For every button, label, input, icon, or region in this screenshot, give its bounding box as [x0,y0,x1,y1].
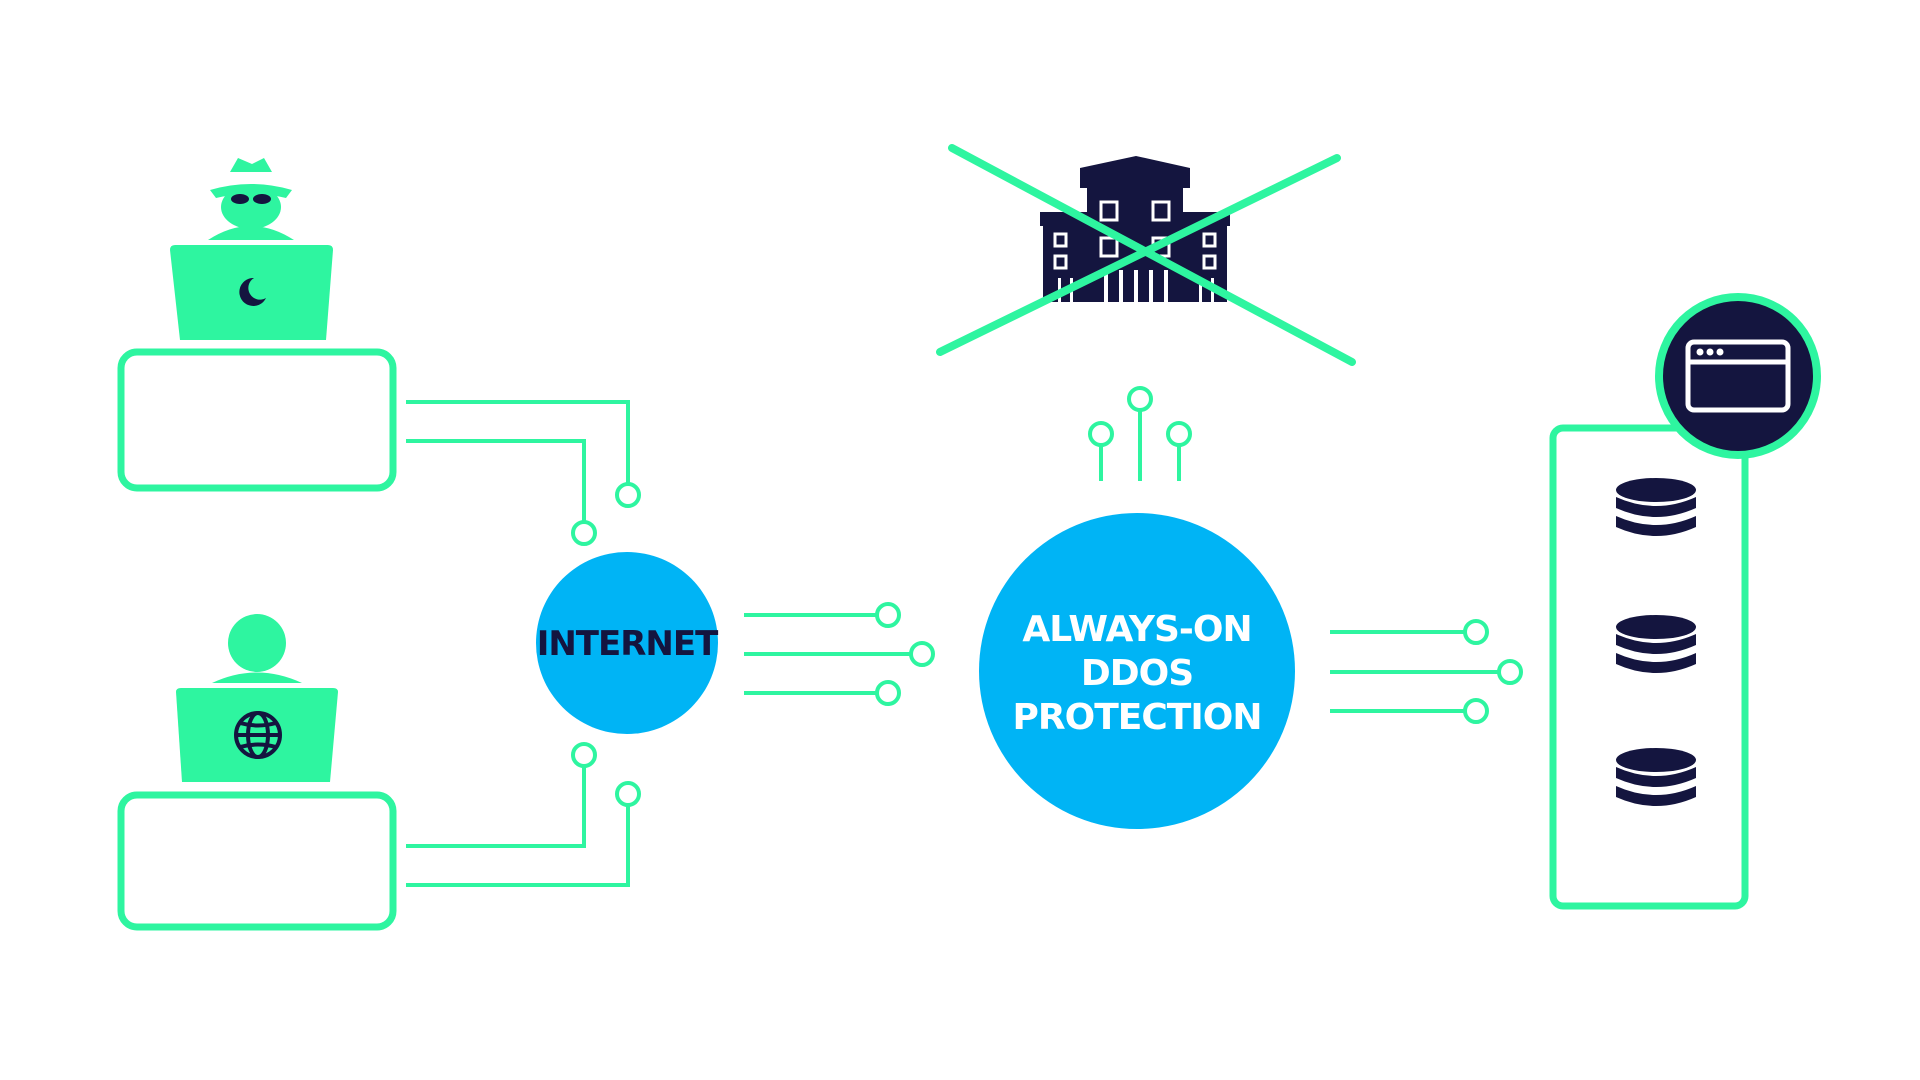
internet-label: INTERNET [537,624,719,664]
legit-user-group [117,614,397,931]
crossed-out-building-group [936,144,1356,366]
globe-icon [234,711,282,759]
attacker-laptop [170,245,333,340]
internet-to-protection-connectors [744,602,935,706]
protection-label-line1: ALWAYS-ON [1022,609,1251,650]
database-icon [1616,748,1696,806]
protection-to-server-connectors [1330,619,1523,724]
attacker-desk-box [117,348,397,492]
user-desk-box [117,791,397,931]
server-rack [1549,424,1749,910]
database-icon [1616,615,1696,673]
cross-out-icon [936,144,1356,366]
user-icon [212,614,302,683]
desk-connectors [406,400,641,887]
browser-window-icon [1685,339,1791,413]
hacker-with-hat-icon [208,158,294,240]
ddos-protection-node: ALWAYS-ON DDOS PROTECTION [979,513,1295,829]
building-icon [1040,156,1230,302]
attacker-group [117,158,397,492]
protection-antenna-connectors [1088,386,1192,481]
browser-badge [1655,293,1821,459]
protection-label-line3: PROTECTION [1013,697,1262,738]
moon-icon [239,277,266,306]
protection-label-line2: DDOS [1081,653,1193,694]
server-rack-frame [1549,424,1749,910]
internet-node: INTERNET [536,552,720,734]
database-icon [1616,478,1696,536]
